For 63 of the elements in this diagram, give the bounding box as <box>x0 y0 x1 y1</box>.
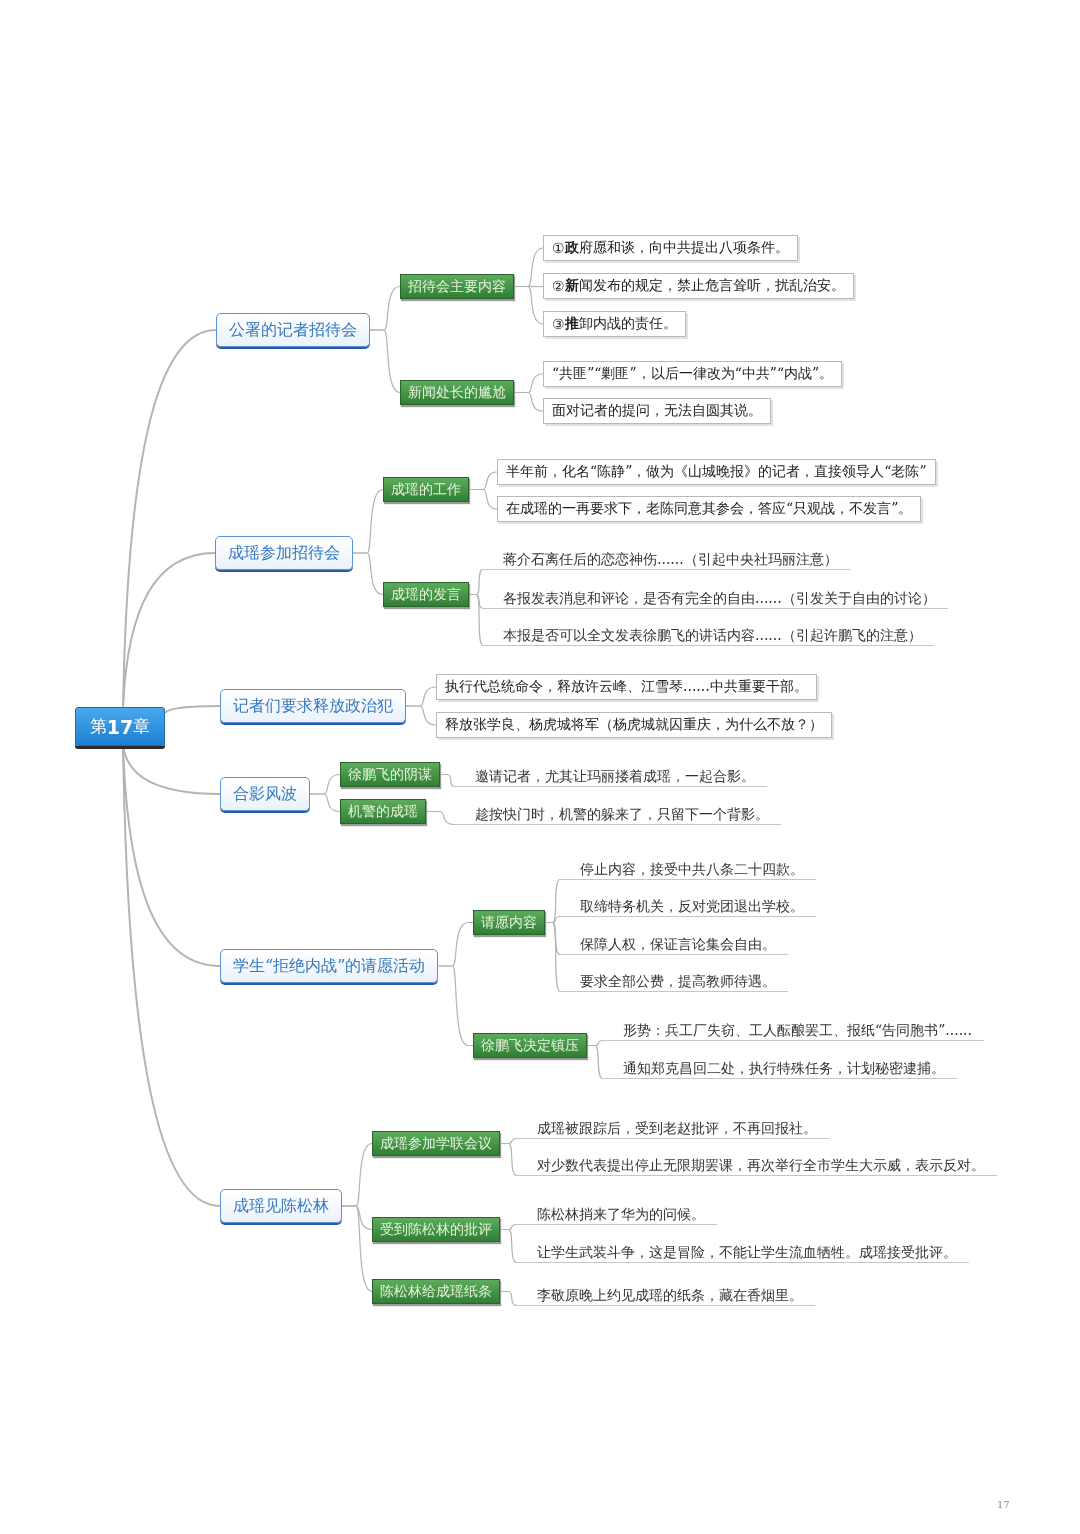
connector-line <box>468 593 484 647</box>
chapter-topic-box: 第17章 <box>75 707 165 746</box>
note-text: 成瑶被跟踪后，受到老赵批评，不再回报社。 <box>517 1118 829 1139</box>
note-text: 邀请记者，尤其让玛丽搂着成瑶，一起合影。 <box>455 766 767 787</box>
subtopic-box: 成瑶的工作 <box>383 477 469 502</box>
note-box: 面对记者的提问，无法自圆其说。 <box>543 398 771 424</box>
note-text: 对少数代表提出停止无限期罢课，再次举行全市学生大示威，表示反对。 <box>517 1155 997 1176</box>
connector-line <box>122 552 216 708</box>
note-box: “共匪”“剿匪”，以后一律改为“中共”“内战”。 <box>543 361 843 387</box>
connector-line <box>341 1205 373 1293</box>
note-text: 取缔特务机关，反对党团退出学校。 <box>560 896 816 917</box>
connector-line <box>468 488 498 510</box>
connector-line <box>499 1142 518 1177</box>
note-box: 执行代总统命令，释放许云峰、江雪琴......中共重要干部。 <box>436 674 817 700</box>
note-box: 释放张学良、杨虎城将军（杨虎城就囚重庆，为什么不放？） <box>436 712 832 738</box>
note-text: 让学生武装斗争，这是冒险，不能让学生流血牺牲。成瑶接受批评。 <box>517 1242 969 1263</box>
topic-box: 合影风波 <box>220 777 310 811</box>
subtopic-box: 招待会主要内容 <box>400 274 514 299</box>
connector-line <box>513 391 544 412</box>
connector-line <box>544 921 561 993</box>
subtopic-box: 徐鹏飞的阴谋 <box>340 762 440 787</box>
note-text: 陈松林捎来了华为的问候。 <box>517 1204 717 1225</box>
subtopic-box: 新闻处长的尴尬 <box>400 380 514 405</box>
subtopic-box: 陈松林给成瑶纸条 <box>372 1279 500 1304</box>
subtopic-box: 成瑶参加学联会议 <box>372 1131 500 1156</box>
note-text: 各报发表消息和评论，是否有完全的自由......（引发关于自由的讨论） <box>483 588 948 609</box>
note-text: 通知郑克昌回二处，执行特殊任务，计划秘密逮捕。 <box>603 1058 957 1079</box>
connector-line <box>513 285 544 325</box>
connector-line <box>499 1290 518 1307</box>
note-text: 保障人权，保证言论集会自由。 <box>560 934 788 955</box>
connector-line <box>369 329 401 394</box>
topic-box: 公署的记者招待会 <box>216 313 370 347</box>
topic-box: 记者们要求释放政治犯 <box>220 689 406 723</box>
note-text: 蒋介石离任后的恋恋神伤......（引起中央社玛丽注意） <box>483 549 850 570</box>
note-text: 要求全部公费，提高教师待遇。 <box>560 971 788 992</box>
subtopic-box: 成瑶的发言 <box>383 582 469 607</box>
subtopic-box: 受到陈松林的批评 <box>372 1217 500 1242</box>
connector-line <box>309 793 341 813</box>
subtopic-box: 徐鹏飞决定镇压 <box>473 1033 587 1058</box>
connector-line <box>586 1044 604 1080</box>
topic-box: 成瑶见陈松林 <box>220 1189 342 1223</box>
note-text: 形势：兵工厂失窃、工人酝酿罢工、报纸“告同胞书”...... <box>603 1020 984 1041</box>
note-box: ③推卸内战的责任。 <box>543 311 686 337</box>
connector-line <box>352 552 384 596</box>
subtopic-box: 机警的成瑶 <box>340 799 426 824</box>
connector-line <box>405 705 437 726</box>
note-text: 本报是否可以全文发表徐鹏飞的讲话内容......（引起许鹏飞的注意） <box>483 625 934 646</box>
connector-line <box>437 965 474 1047</box>
page-number: 17 <box>997 1499 1010 1510</box>
topic-box: 学生“拒绝内战”的请愿活动 <box>220 949 439 983</box>
note-box: ②新闻发布的规定，禁止危言耸听，扰乱治安。 <box>543 273 854 299</box>
connector-line <box>439 773 456 788</box>
subtopic-box: 请愿内容 <box>473 910 545 935</box>
topic-box: 成瑶参加招待会 <box>215 536 353 570</box>
connector-line <box>164 705 221 714</box>
connector-line <box>425 810 456 826</box>
connector-line <box>499 1228 518 1264</box>
note-text: 趁按快门时，机警的躲来了，只留下一个背影。 <box>455 804 781 825</box>
note-box: 半年前，化名“陈静”，做为《山城晚报》的记者，直接领导人“老陈” <box>497 459 936 485</box>
note-text: 停止内容，接受中共八条二十四款。 <box>560 859 816 880</box>
note-text: 李敬原晚上约见成瑶的纸条，藏在香烟里。 <box>517 1285 815 1306</box>
note-box: 在成瑶的一再要求下，老陈同意其参会，答应“只观战，不发言”。 <box>497 496 922 522</box>
note-box: ①政府愿和谈，向中共提出八项条件。 <box>543 235 798 261</box>
